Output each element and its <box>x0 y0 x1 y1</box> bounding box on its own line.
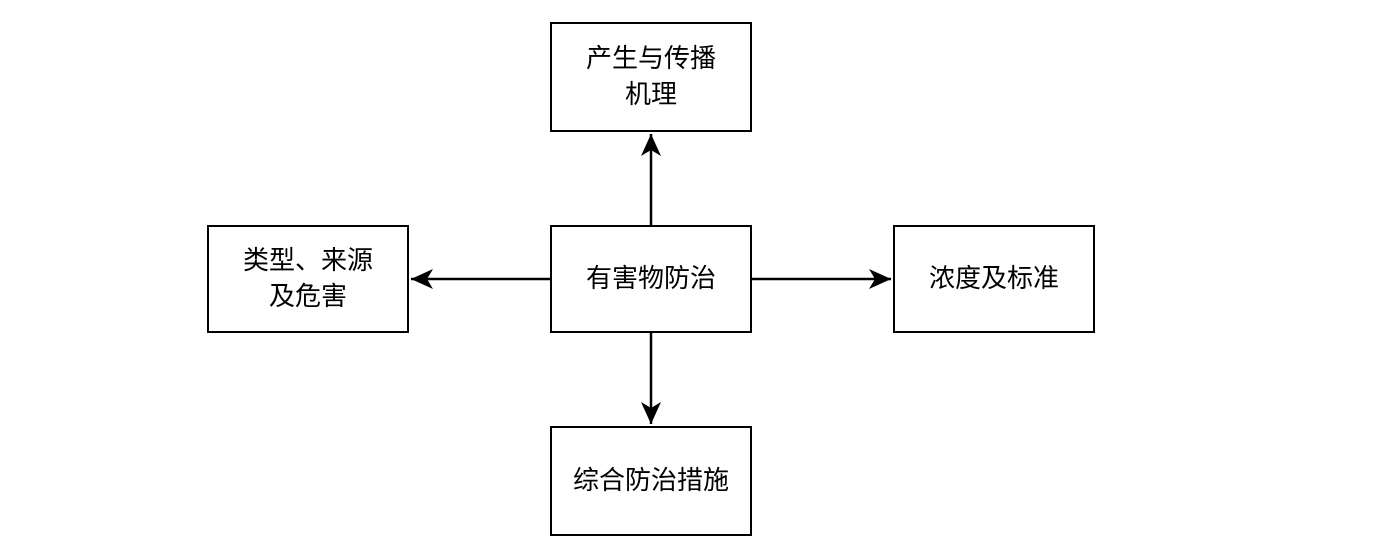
node-integrated-measures-label: 综合防治措施 <box>572 466 729 496</box>
arrowhead-bottom <box>641 402 661 424</box>
node-integrated-measures: 综合防治措施 <box>550 426 752 536</box>
node-hazard-control: 有害物防治 <box>550 225 752 333</box>
node-types-sources-hazards-label: 类型、来源 及危害 <box>242 246 373 312</box>
arrowhead-right <box>869 269 891 289</box>
node-concentration-standards-label: 浓度及标准 <box>928 264 1059 294</box>
node-hazard-control-label: 有害物防治 <box>585 264 716 294</box>
node-generation-propagation: 产生与传播 机理 <box>550 22 752 132</box>
node-types-sources-hazards: 类型、来源 及危害 <box>207 225 409 333</box>
arrowhead-top <box>641 134 661 156</box>
arrowhead-left <box>411 269 433 289</box>
node-generation-propagation-label: 产生与传播 机理 <box>585 44 716 110</box>
node-concentration-standards: 浓度及标准 <box>893 225 1095 333</box>
